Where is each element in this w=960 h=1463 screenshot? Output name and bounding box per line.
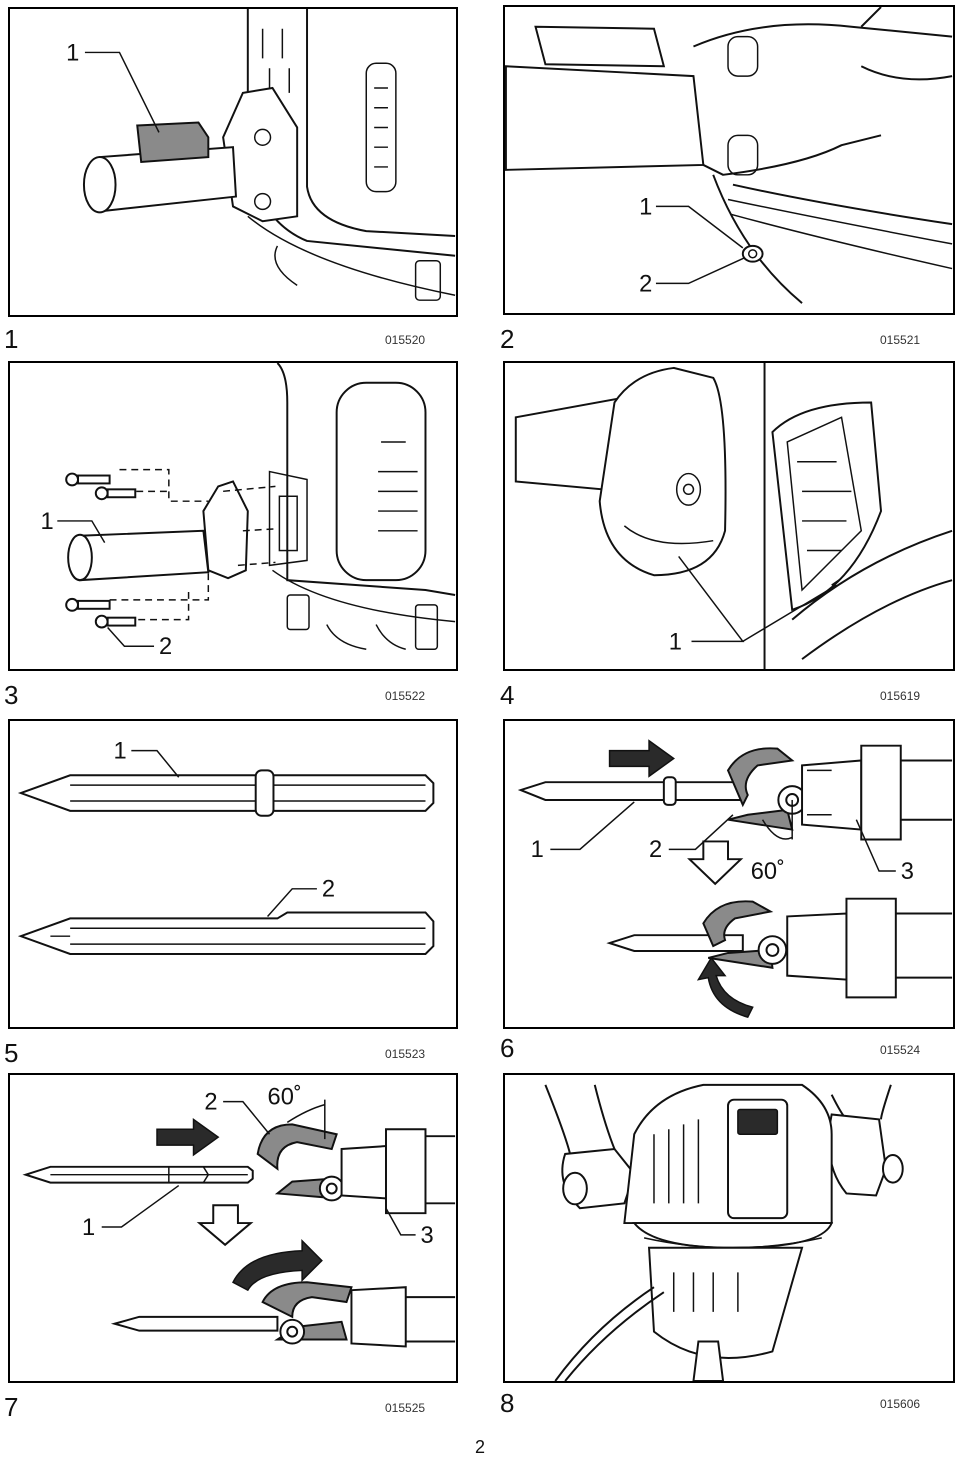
figure-1-panel: 1 [8, 7, 458, 317]
callout-2: 2 [159, 634, 172, 660]
figure-3-panel: 1 2 [8, 361, 458, 671]
figure-3-callouts: 1 2 [41, 509, 173, 660]
push-arrow-icon [608, 739, 675, 778]
figure-6-illustration [517, 739, 953, 1019]
figure-7-illustration [22, 1099, 456, 1348]
callout-3: 3 [421, 1223, 434, 1249]
callout-1: 1 [669, 629, 682, 655]
figure-code: 015525 [385, 1401, 426, 1415]
callout-1: 1 [66, 40, 79, 66]
rotate-arrow-icon [696, 956, 754, 1019]
figure-7-callouts: 2 60˚ 1 3 [82, 1085, 434, 1249]
figure-1-illustration [82, 9, 456, 301]
figure-3-illustration [65, 363, 456, 650]
callout-2: 2 [639, 271, 652, 297]
angle-label: 60˚ [268, 1085, 302, 1111]
page-number: 2 [474, 1437, 485, 1457]
callout-1: 1 [531, 837, 544, 863]
callout-1: 1 [41, 509, 54, 535]
rotate-arrow-icon [232, 1239, 323, 1292]
screw-icon [65, 597, 111, 612]
figure-number: 6 [500, 1033, 515, 1063]
figure-1-callouts: 1 [66, 40, 160, 133]
figure-number: 5 [4, 1038, 19, 1068]
figure-6-callouts: 1 2 60˚ 3 [531, 801, 914, 885]
figure-4-panel: 1 [503, 361, 955, 671]
down-arrow-icon [196, 1204, 254, 1247]
figure-code: 015520 [385, 333, 426, 347]
callout-3: 3 [901, 859, 914, 885]
screw-icon [94, 486, 137, 501]
figure-number: 8 [500, 1388, 515, 1418]
figure-8-panel [503, 1073, 955, 1383]
screw-icon [65, 472, 111, 487]
figure-number: 4 [500, 680, 515, 710]
angle-label: 60˚ [751, 859, 785, 885]
callout-1: 1 [639, 194, 652, 220]
figure-5-panel: 1 2 [8, 719, 458, 1029]
figure-4-illustration [514, 363, 953, 669]
push-arrow-icon [156, 1117, 220, 1157]
figure-5-illustration [17, 769, 435, 955]
callout-1: 1 [114, 739, 127, 765]
figure-8-illustration [544, 1083, 904, 1381]
figure-5-callouts: 1 2 [114, 739, 335, 917]
figure-2-panel: 1 2 [503, 5, 955, 315]
figure-code: 015521 [880, 333, 921, 347]
figure-number: 3 [4, 680, 19, 710]
down-arrow-icon [687, 840, 744, 886]
figure-number: 7 [4, 1392, 19, 1422]
figure-code: 015606 [880, 1397, 921, 1411]
figure-7-panel: 2 60˚ 1 3 [8, 1073, 458, 1383]
figure-code: 015619 [880, 689, 921, 703]
figure-number: 2 [500, 324, 515, 354]
callout-1: 1 [82, 1215, 95, 1241]
figure-code: 015524 [880, 1043, 921, 1057]
figure-4-callouts: 1 [669, 556, 837, 655]
figure-code: 015523 [385, 1047, 426, 1061]
figure-6-panel: 1 2 60˚ 3 [503, 719, 955, 1029]
figure-2-callouts: 1 2 [639, 194, 746, 297]
figure-2-illustration [505, 7, 953, 304]
callout-2: 2 [204, 1090, 217, 1116]
figure-code: 015522 [385, 689, 426, 703]
callout-2: 2 [322, 877, 335, 903]
screw-icon [94, 614, 137, 629]
figure-number: 1 [4, 324, 19, 354]
callout-2: 2 [649, 837, 662, 863]
